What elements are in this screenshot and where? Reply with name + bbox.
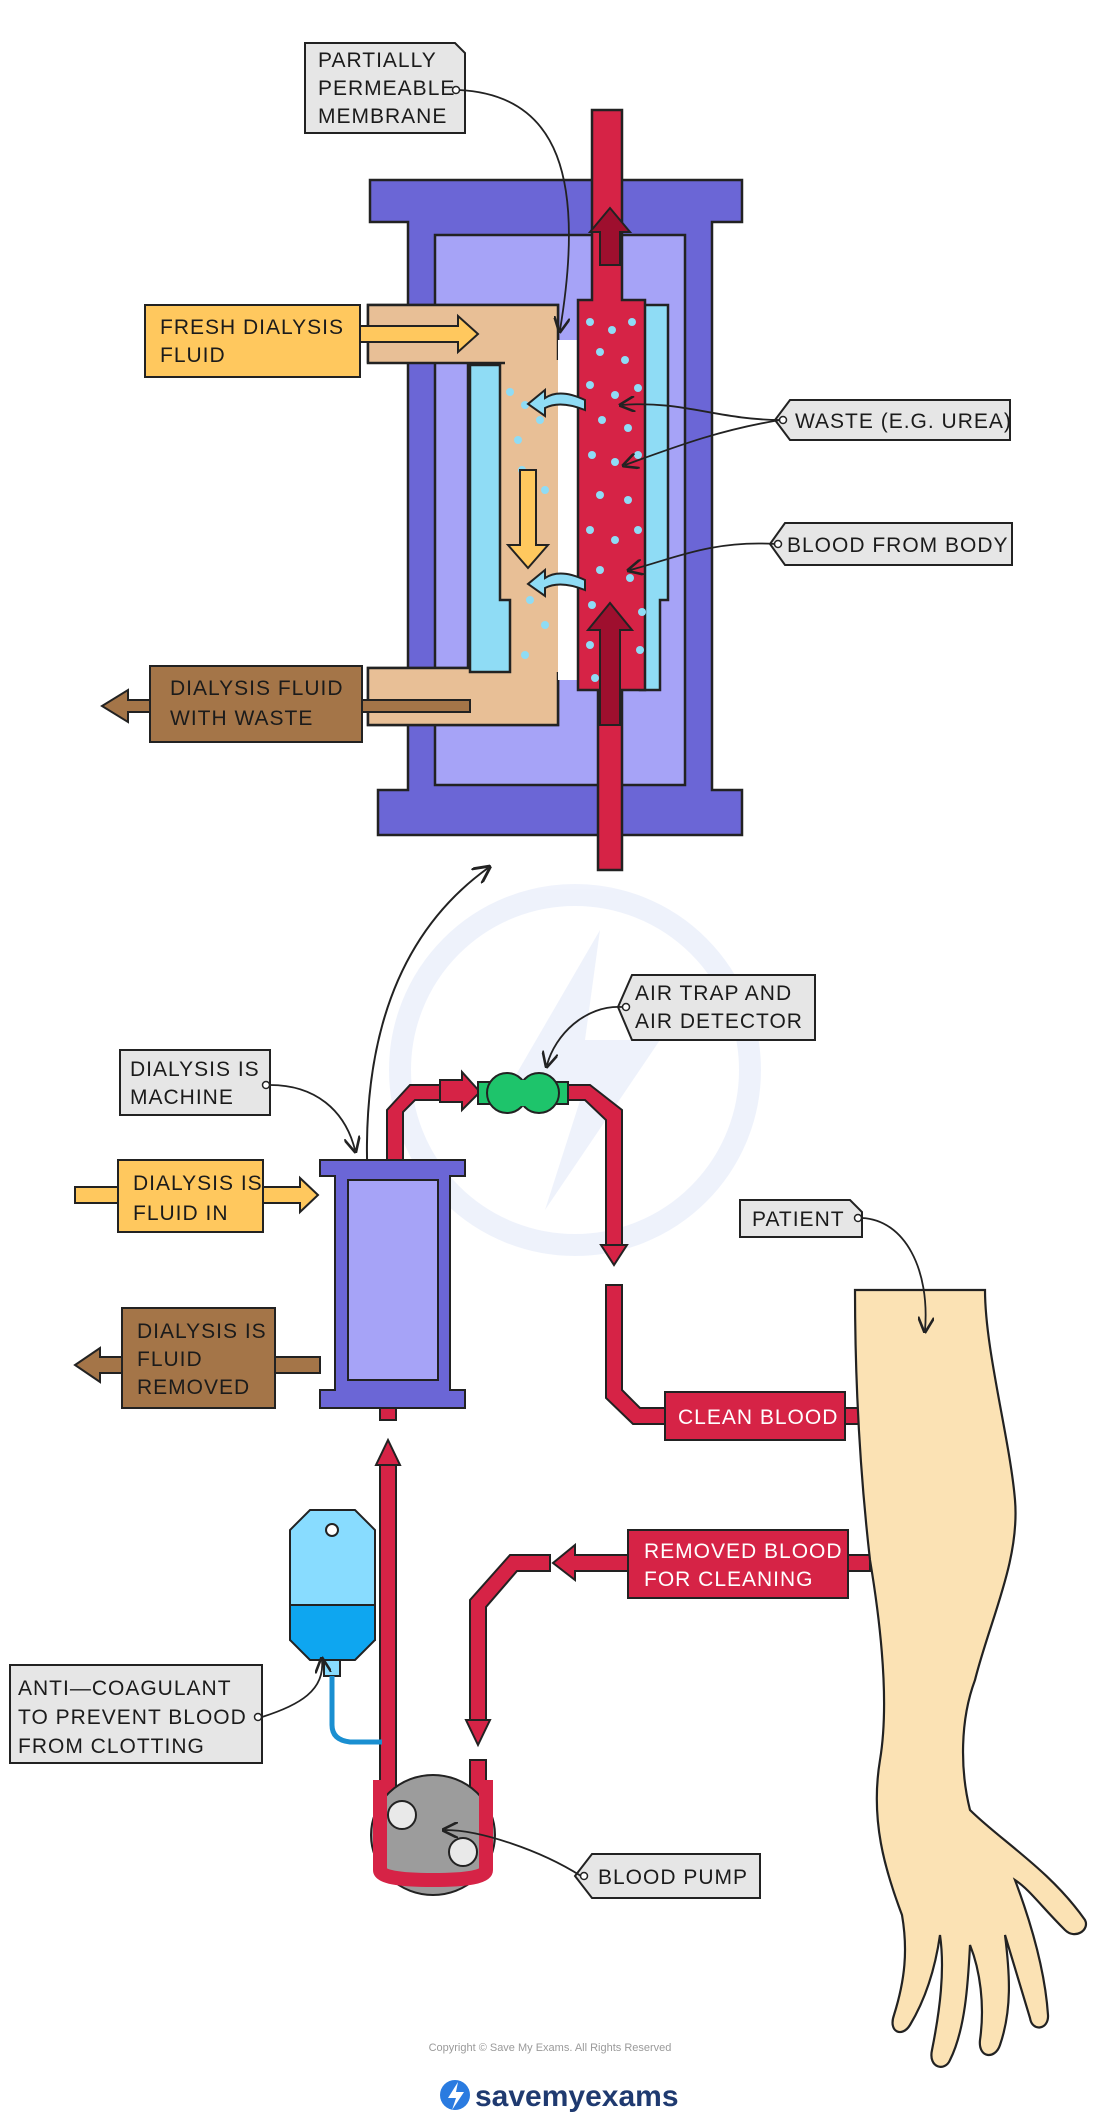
- fluid-in-text-2: FLUID IN: [133, 1202, 229, 1225]
- copyright-text: Copyright © Save My Exams. All Rights Re…: [429, 2042, 672, 2054]
- removed-blood-text-1: REMOVED BLOOD: [644, 1540, 843, 1563]
- air-trap-text-2: AIR DETECTOR: [635, 1010, 803, 1033]
- membrane-label-2: PERMEABLE: [318, 77, 455, 100]
- fluid-in-text-1: DIALYSIS IS: [133, 1172, 263, 1195]
- fluid-waste-label-2: WITH WASTE: [170, 707, 313, 730]
- membrane-walls: [468, 303, 670, 692]
- blood-line-to-air-trap: [386, 1069, 482, 1163]
- blood-from-body-text: BLOOD FROM BODY: [787, 534, 1009, 557]
- dialysate-flow-arrow: [505, 469, 551, 570]
- fluid-waste-label-1: DIALYSIS FLUID: [170, 677, 344, 700]
- fresh-fluid-inlet-arrow: [359, 313, 480, 355]
- fresh-fluid-label-2: FLUID: [160, 344, 226, 367]
- air-trap-label: AIR TRAP AND AIR DETECTOR: [547, 974, 816, 1065]
- fluid-removed-text-2: FLUID: [137, 1348, 203, 1371]
- diffusion-arrows: [526, 387, 586, 598]
- waste-label-text: WASTE (E.G. UREA): [795, 410, 1012, 433]
- clean-blood-text: CLEAN BLOOD: [678, 1406, 838, 1429]
- anticoagulant-text-2: TO PREVENT BLOOD: [18, 1706, 247, 1729]
- membrane-label-3: MEMBRANE: [318, 105, 447, 128]
- fluid-removed-box: DIALYSIS IS FLUID REMOVED: [73, 1307, 321, 1409]
- membrane-label-1: PARTIALLY: [318, 49, 437, 72]
- fluid-removed-text-1: DIALYSIS IS: [137, 1320, 267, 1343]
- anticoagulant-bag: [289, 1509, 382, 1745]
- removed-blood-text-2: FOR CLEANING: [644, 1568, 814, 1591]
- removed-blood-box: REMOVED BLOOD FOR CLEANING: [627, 1529, 871, 1599]
- fluid-with-waste-box: DIALYSIS FLUID WITH WASTE: [100, 665, 471, 743]
- dialysis-machine: [319, 1159, 466, 1409]
- membrane-gap: [558, 340, 580, 680]
- fresh-fluid-label-1: FRESH DIALYSIS: [160, 316, 344, 339]
- blood-pump-text: BLOOD PUMP: [598, 1866, 748, 1889]
- patient-label: PATIENT: [739, 1199, 926, 1330]
- blood-from-body-label: BLOOD FROM BODY: [630, 522, 1013, 570]
- patient-arm: [853, 1288, 1088, 2068]
- fluid-removed-text-3: REMOVED: [137, 1376, 250, 1399]
- blood-pump: [370, 1774, 496, 1896]
- fresh-fluid-box: FRESH DIALYSIS FLUID: [144, 304, 361, 378]
- waste-particles: [506, 318, 646, 682]
- brand-logo: savemyexams: [440, 2080, 679, 2113]
- blood-flow-arrows: [585, 206, 635, 726]
- anticoagulant-label: ANTI—COAGULANT TO PREVENT BLOOD FROM CLO…: [9, 1660, 322, 1764]
- anticoagulant-text-3: FROM CLOTTING: [18, 1735, 205, 1758]
- machine-label: DIALYSIS IS MACHINE: [119, 1049, 355, 1150]
- blood-pump-label: BLOOD PUMP: [445, 1830, 761, 1899]
- brand-text: savemyexams: [475, 2080, 679, 2113]
- machine-text-1: DIALYSIS IS: [130, 1058, 260, 1081]
- air-trap: [477, 1072, 569, 1114]
- patient-text: PATIENT: [752, 1208, 845, 1231]
- waste-label: WASTE (E.G. UREA): [622, 400, 1012, 465]
- zoom-arrow: [365, 868, 488, 1216]
- membrane-label: PARTIALLY PERMEABLE MEMBRANE: [304, 42, 569, 330]
- fluid-in-box: DIALYSIS IS FLUID IN: [74, 1159, 320, 1233]
- watermark-logo: [389, 884, 761, 1256]
- air-trap-text-1: AIR TRAP AND: [635, 982, 792, 1005]
- clean-blood-box: CLEAN BLOOD: [664, 1391, 868, 1441]
- anticoagulant-text-1: ANTI—COAGULANT: [18, 1677, 232, 1700]
- machine-text-2: MACHINE: [130, 1086, 234, 1109]
